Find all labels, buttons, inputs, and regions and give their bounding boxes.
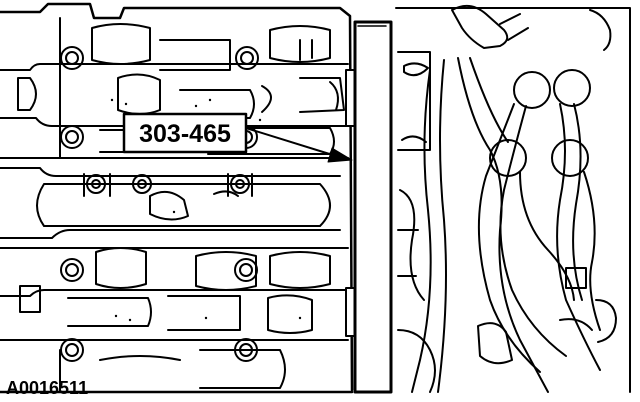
shading-stipple	[110, 98, 302, 322]
tool-callout: 303-465	[122, 112, 353, 163]
camshaft-alignment-plate	[353, 20, 393, 394]
leader-line	[245, 127, 337, 157]
cylinder-head	[0, 2, 363, 394]
spark-plug-wells	[0, 167, 341, 239]
ignition-wire-harness	[395, 4, 631, 393]
tool-number-label: 303-465	[139, 120, 231, 148]
leader-arrowhead	[327, 147, 353, 163]
figure-id-label: A0016511	[6, 378, 88, 398]
lower-camshaft	[0, 247, 349, 393]
